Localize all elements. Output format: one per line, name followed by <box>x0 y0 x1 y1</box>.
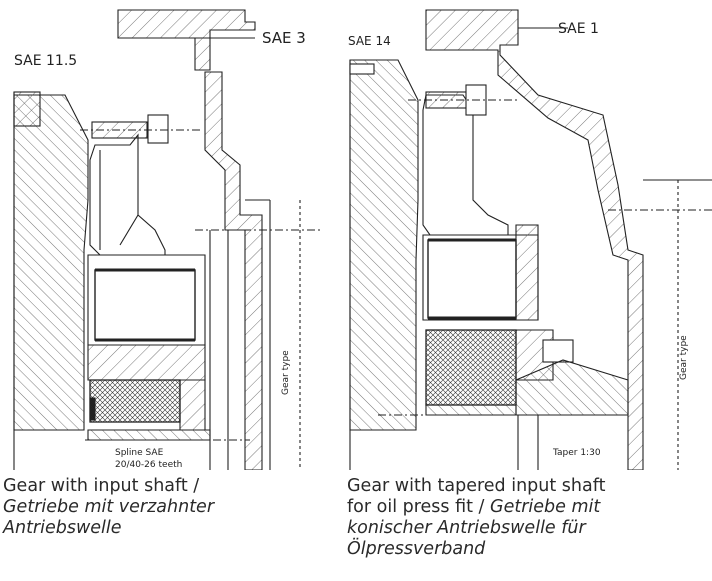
housing-top <box>425 9 644 470</box>
caption-left-line2: Getriebe mit verzahnter <box>3 497 215 517</box>
caption-right: Gear with tapered input shaft for oil pr… <box>347 476 712 560</box>
caption-right-line2: for oil press fit / <box>347 497 491 517</box>
caption-right-line3: konischer Antriebswelle für <box>347 518 586 538</box>
label-gear-type: Gear type <box>281 350 291 395</box>
caption-left: Gear with input shaft / Getriebe mit ver… <box>3 476 333 539</box>
label-sae-small: SAE 11.5 <box>14 53 77 69</box>
flywheel <box>13 94 89 431</box>
housing-top <box>117 9 256 71</box>
label-gear-type: Gear type <box>679 335 689 380</box>
bearing-lower <box>87 344 206 381</box>
label-taper: Taper 1:30 <box>552 448 601 458</box>
flywheel <box>349 59 419 431</box>
left-technical-drawing: SAE 3 SAE 11.5 Gear type Spline SAE 20/4… <box>13 9 320 470</box>
drawing-gear-tapered-shaft: SAE 1 SAE 14 Gear type Taper 1:30 <box>338 0 712 470</box>
coupling-hub <box>422 94 509 236</box>
label-sae-large: SAE 1 <box>558 21 599 37</box>
bolt-head <box>147 114 169 144</box>
drawing-gear-input-shaft: SAE 3 SAE 11.5 Gear type Spline SAE 20/4… <box>0 0 330 470</box>
caption-left-line3: Antriebswelle <box>3 518 122 538</box>
rubber-element <box>425 329 517 406</box>
label-sae-large: SAE 3 <box>262 29 306 47</box>
housing-wall <box>204 71 263 470</box>
caption-right-line2-italic: Getriebe mit <box>490 497 601 517</box>
caption-right-line2-wrap: for oil press fit / Getriebe mit <box>347 497 712 518</box>
rubber-element <box>89 379 181 423</box>
flywheel-ring <box>13 91 41 127</box>
label-spline: Spline SAE <box>115 448 164 458</box>
coupling-hub <box>89 133 166 256</box>
label-sae-small: SAE 14 <box>348 34 391 48</box>
label-spline-spec: 20/40-26 teeth <box>115 460 182 470</box>
caption-right-line4: Ölpressverband <box>347 539 486 559</box>
caption-right-line1: Gear with tapered input shaft <box>347 476 606 496</box>
caption-left-line1: Gear with input shaft / <box>3 476 200 496</box>
right-technical-drawing: SAE 1 SAE 14 Gear type Taper 1:30 <box>348 9 712 470</box>
